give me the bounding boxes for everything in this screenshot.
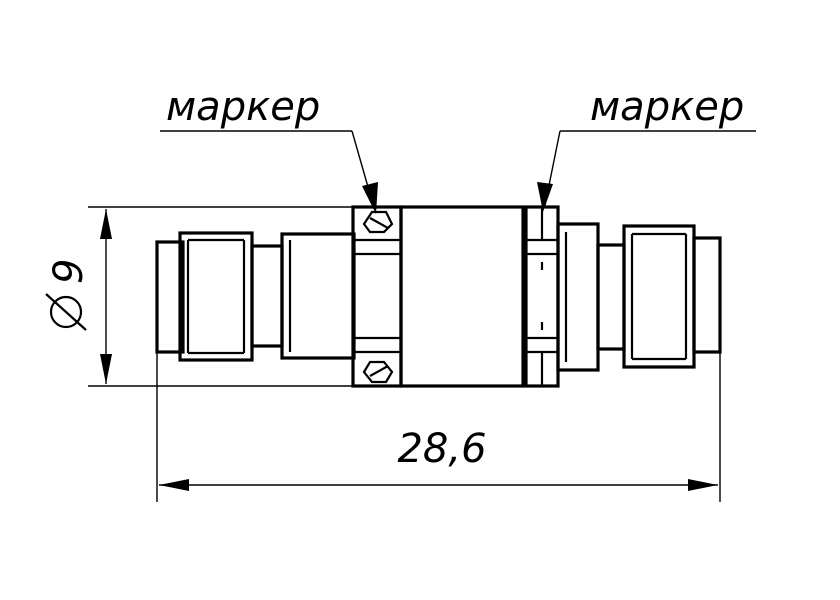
diameter-label: 9 bbox=[45, 259, 92, 331]
right-knurled-nut bbox=[622, 224, 696, 369]
diameter-circle-symbol bbox=[49, 295, 83, 329]
left-plug bbox=[155, 231, 356, 362]
left-notch-bottom-hatch bbox=[369, 365, 389, 377]
left-notch-top-hatch bbox=[369, 217, 389, 229]
left-marker-ring bbox=[351, 205, 403, 388]
left-neck bbox=[250, 244, 284, 348]
right-collar bbox=[556, 222, 600, 372]
connector-body bbox=[155, 205, 722, 388]
length-arrow-left bbox=[159, 479, 189, 491]
right-neck bbox=[596, 243, 626, 351]
right-plug-tip bbox=[692, 236, 722, 354]
marker-leader-left: маркер bbox=[160, 84, 378, 214]
leader-arrow-right bbox=[537, 182, 553, 212]
diameter-dimension: 9 bbox=[45, 206, 357, 387]
left-ring-outline bbox=[351, 205, 403, 388]
length-value: 28,6 bbox=[397, 426, 486, 472]
marker-label-left: маркер bbox=[166, 84, 320, 130]
right-plug bbox=[556, 222, 722, 372]
length-arrow-right bbox=[688, 479, 718, 491]
left-knurled-nut bbox=[178, 231, 254, 362]
left-marker-notch-bottom bbox=[362, 360, 394, 384]
left-plug-tip bbox=[155, 240, 185, 354]
marker-label-right: маркер bbox=[590, 84, 744, 130]
center-barrel bbox=[399, 205, 525, 388]
diameter-value: 9 bbox=[46, 259, 92, 284]
leader-arrow-left bbox=[362, 182, 378, 214]
diameter-arrow-top bbox=[100, 209, 112, 239]
left-marker-notch-top bbox=[362, 210, 394, 234]
diameter-slash-symbol bbox=[45, 293, 87, 331]
length-dimension: 28,6 bbox=[156, 352, 721, 502]
right-marker-ring bbox=[524, 205, 560, 388]
diameter-arrow-bottom bbox=[100, 354, 112, 384]
left-shoulder bbox=[280, 232, 356, 360]
marker-leader-right: маркер bbox=[537, 84, 756, 212]
